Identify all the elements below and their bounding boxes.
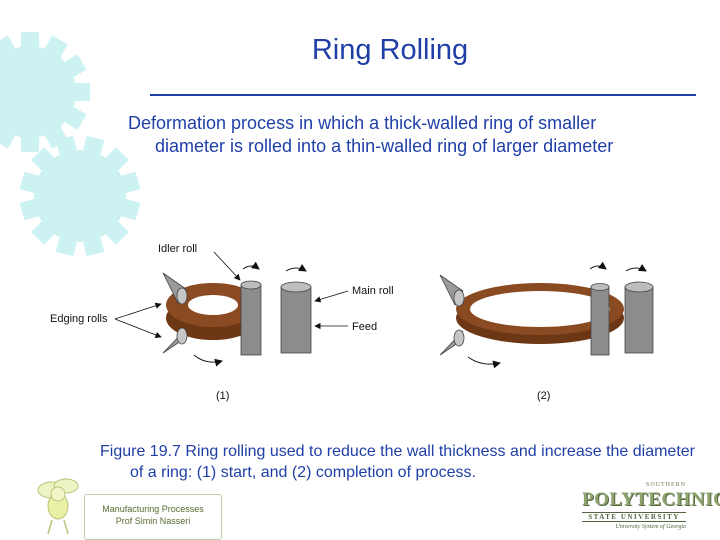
logo-main-text: POLYTECHNIC	[582, 489, 720, 510]
bee-mascot-icon	[37, 478, 79, 535]
idler-roll	[240, 280, 262, 356]
footer-course-name: Manufacturing Processes	[102, 504, 204, 514]
decorative-gears	[0, 32, 141, 257]
feed-label: Feed	[352, 321, 377, 333]
main-roll	[280, 281, 312, 354]
rotation-arrows	[467, 261, 647, 369]
gear-icon	[19, 135, 141, 257]
leader-lines	[114, 251, 349, 338]
slide-bullet: Deformation process in which a thick-wal…	[128, 113, 614, 156]
figure-caption: Figure 19.7 Ring rolling used to reduce …	[100, 443, 695, 481]
logo-sub-text: STATE UNIVERSITY	[582, 512, 686, 522]
idler-roll-label: Idler roll	[158, 243, 197, 255]
edging-rolls	[162, 272, 188, 354]
edging-rolls	[439, 274, 465, 356]
title-divider	[150, 94, 696, 96]
stage-1-label: (1)	[216, 390, 229, 402]
idler-roll	[590, 283, 610, 356]
ring	[166, 283, 260, 340]
stage-1-diagram: Idler roll Main roll Feed Edging rolls (…	[50, 243, 394, 402]
logo-tagline: University System of Georgia	[615, 524, 686, 530]
main-roll	[624, 281, 654, 354]
footer-professor: Prof Simin Nasseri	[115, 516, 191, 526]
university-logo: SOUTHERN POLYTECHNIC STATE UNIVERSITY Un…	[582, 482, 720, 532]
rotation-arrows	[193, 261, 307, 367]
edging-rolls-label: Edging rolls	[50, 313, 108, 325]
ring	[456, 283, 624, 344]
stage-2-diagram: (2)	[439, 261, 654, 402]
stage-2-label: (2)	[537, 390, 550, 402]
ring-rolling-figure: Idler roll Main roll Feed Edging rolls (…	[50, 243, 654, 402]
logo-top-text: SOUTHERN	[645, 482, 686, 488]
footer-course-box: Manufacturing Processes Prof Simin Nasse…	[84, 494, 222, 540]
gear-icon	[0, 32, 90, 152]
main-roll-label: Main roll	[352, 285, 394, 297]
slide-title: Ring Rolling	[311, 34, 469, 66]
